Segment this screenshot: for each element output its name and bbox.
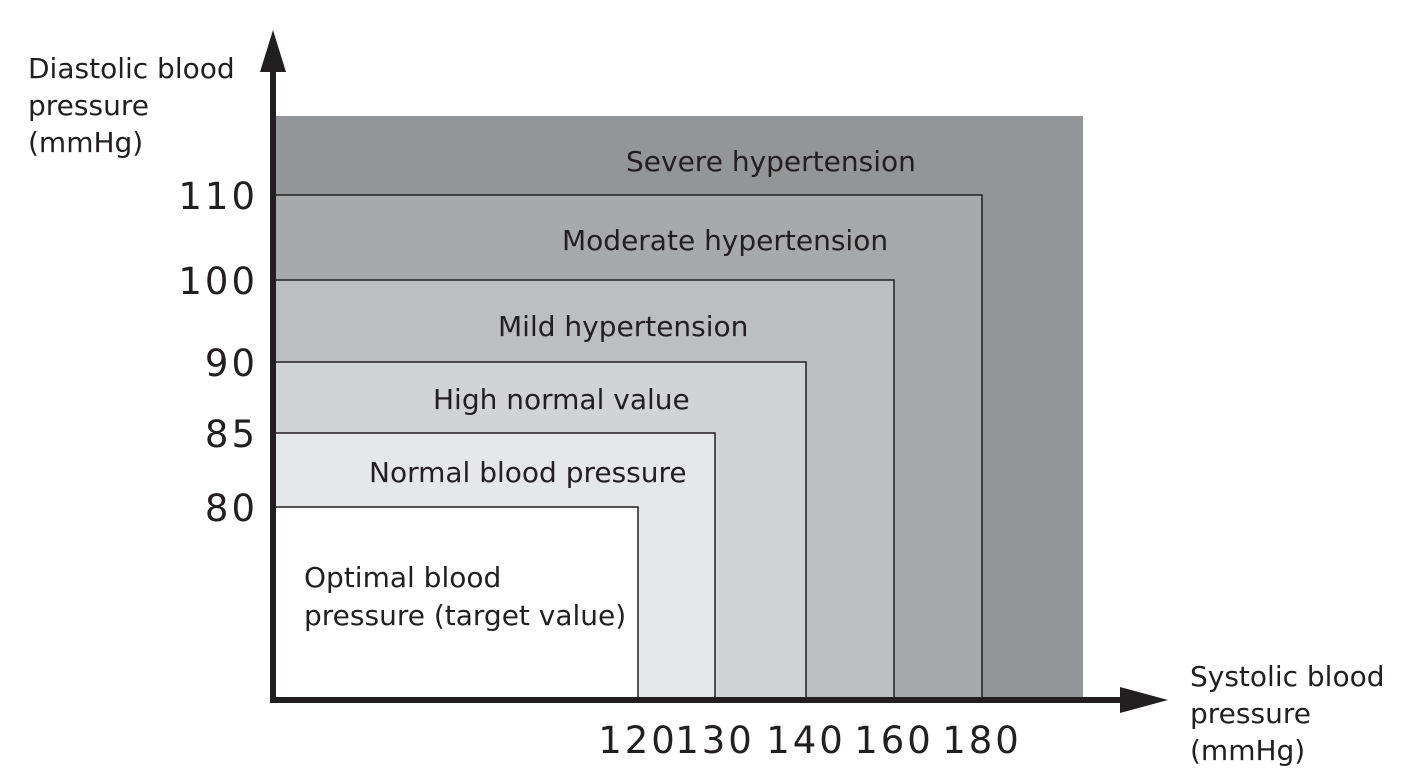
y-axis-title-line-2: pressure bbox=[28, 89, 149, 122]
region-label-0-line-0: Severe hypertension bbox=[626, 145, 916, 178]
x-tick-label-120: 120 bbox=[598, 719, 678, 762]
y-axis-title: Diastolic blood pressure (mmHg) bbox=[28, 52, 244, 159]
x-tick-label-140: 140 bbox=[766, 719, 846, 762]
x-axis-title-line-2: pressure bbox=[1190, 697, 1311, 730]
regions-layer bbox=[272, 116, 1083, 701]
region-label-2-line-0: Mild hypertension bbox=[498, 310, 748, 343]
region-label-0: Severe hypertension bbox=[626, 145, 916, 178]
region-label-1-line-0: Moderate hypertension bbox=[562, 224, 888, 257]
region-label-4-line-0: Normal blood pressure bbox=[369, 456, 687, 489]
region-label-5-line-0: Optimal blood bbox=[304, 561, 501, 594]
region-label-4: Normal blood pressure bbox=[369, 456, 687, 489]
y-tick-labels: 110 100 90 85 80 bbox=[178, 175, 258, 530]
x-tick-label-160: 160 bbox=[854, 719, 934, 762]
region-label-5-line-1: pressure (target value) bbox=[304, 599, 626, 632]
x-tick-label-130: 130 bbox=[675, 719, 755, 762]
region-label-1: Moderate hypertension bbox=[562, 224, 888, 257]
y-tick-label-110: 110 bbox=[178, 175, 258, 218]
y-tick-label-85: 85 bbox=[205, 413, 258, 456]
x-axis-title: Systolic blood pressure (mmHg) bbox=[1190, 660, 1393, 767]
y-axis-title-line-3: (mmHg) bbox=[28, 126, 143, 159]
y-tick-label-80: 80 bbox=[205, 487, 258, 530]
x-axis-arrowhead bbox=[1120, 687, 1168, 713]
region-label-3-line-0: High normal value bbox=[433, 383, 690, 416]
region-label-3: High normal value bbox=[433, 383, 690, 416]
y-axis-arrowhead bbox=[260, 30, 286, 72]
x-axis-title-line-3: (mmHg) bbox=[1190, 734, 1305, 767]
y-axis-title-line-1: Diastolic blood bbox=[28, 52, 235, 85]
x-axis-title-line-1: Systolic blood bbox=[1190, 660, 1384, 693]
region-label-5: Optimal blood pressure (target value) bbox=[304, 561, 626, 632]
x-axis bbox=[270, 687, 1168, 713]
region-label-2: Mild hypertension bbox=[498, 310, 748, 343]
y-tick-label-100: 100 bbox=[178, 260, 258, 303]
y-axis bbox=[260, 30, 286, 702]
x-tick-label-180: 180 bbox=[942, 719, 1022, 762]
y-tick-label-90: 90 bbox=[205, 342, 258, 385]
